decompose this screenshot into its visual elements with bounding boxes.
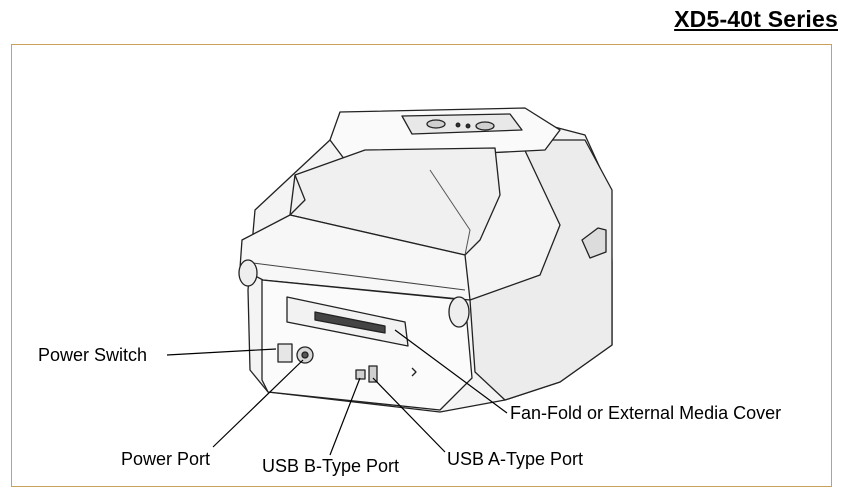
leader-power-switch <box>166 348 277 356</box>
hinge-right <box>448 296 470 328</box>
side-latch <box>581 227 607 259</box>
leader-usb-b <box>329 377 361 456</box>
hinge-left <box>238 259 258 287</box>
panel-button-icon <box>426 119 446 129</box>
usb-b-port <box>355 369 366 380</box>
diagram-frame <box>11 44 832 487</box>
media-slot <box>314 311 386 334</box>
panel-led-icon <box>465 123 471 129</box>
label-usb-a-type-port: USB A-Type Port <box>447 449 584 469</box>
control-panel <box>401 113 523 135</box>
printer-side-panel <box>469 139 613 401</box>
ground-screw-icon <box>411 367 417 377</box>
leader-usb-a <box>372 377 446 453</box>
label-media-cover: Fan-Fold or External Media Cover <box>510 403 782 423</box>
leader-power-port <box>212 359 304 448</box>
panel-led-icon <box>455 122 461 128</box>
power-switch <box>277 343 293 363</box>
leader-media-cover <box>394 329 508 414</box>
series-title: XD5-40t Series <box>674 6 838 32</box>
usb-a-port <box>368 365 378 383</box>
label-power-switch: Power Switch <box>38 345 148 365</box>
label-usb-b-type-port: USB B-Type Port <box>262 456 400 476</box>
label-power-port: Power Port <box>121 449 211 469</box>
panel-button-icon <box>475 121 495 131</box>
